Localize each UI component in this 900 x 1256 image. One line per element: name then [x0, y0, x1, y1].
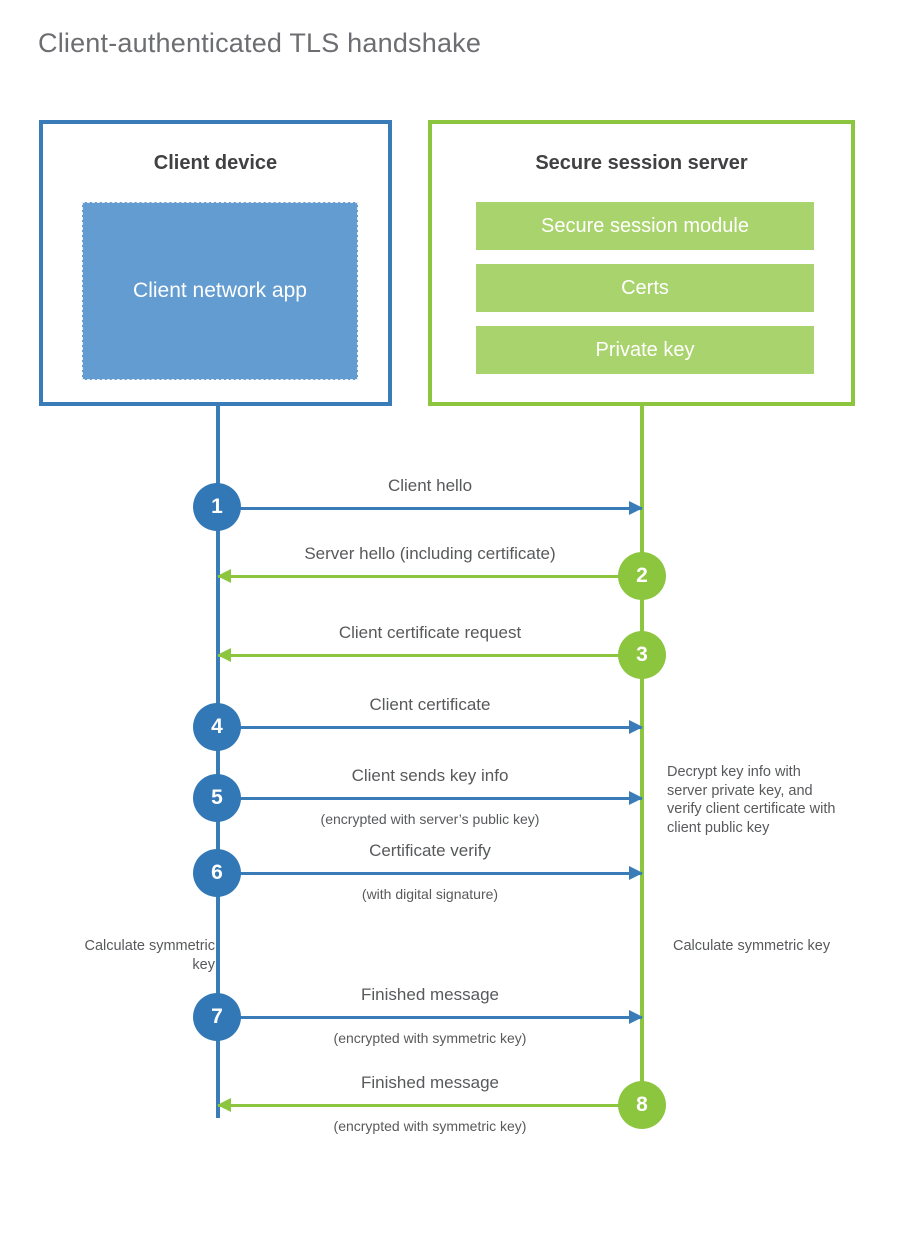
step-number-6: 6	[211, 861, 223, 884]
client-lifeline	[216, 406, 220, 1118]
message-1-label: Client hello	[387, 476, 473, 495]
step-circle-8: 8	[618, 1081, 666, 1129]
message-5-label: Client sends key info	[351, 766, 509, 785]
client-device-box: Client device Client network app	[39, 120, 392, 406]
arrowhead-right-icon	[629, 501, 643, 515]
note-client-calculate-symmetric-key: Calculate symmetric key	[84, 938, 215, 973]
arrowhead-left-icon	[217, 1098, 231, 1112]
server-lifeline	[640, 406, 644, 1105]
message-2-line	[218, 575, 642, 578]
note-server-decrypt: Decrypt key info with server private key…	[667, 764, 836, 836]
server-component-secure-session-module: Secure session module	[476, 202, 814, 250]
arrowhead-right-icon	[629, 1010, 643, 1024]
client-network-app-block: Client network app	[82, 202, 358, 380]
message-5-sublabel: (encrypted with server’s public key)	[320, 811, 540, 827]
message-7-label: Finished message	[361, 985, 499, 1004]
step-circle-7: 7	[193, 993, 241, 1041]
step-circle-2: 2	[618, 552, 666, 600]
message-2-label: Server hello (including certificate)	[304, 544, 556, 563]
step-number-4: 4	[211, 715, 223, 738]
server-component-private-key: Private key	[476, 326, 814, 374]
step-number-5: 5	[211, 786, 223, 809]
message-6-label: Certificate verify	[369, 841, 491, 860]
secure-session-server-box: Secure session server Secure session mod…	[428, 120, 855, 406]
step-number-1: 1	[211, 495, 223, 518]
step-circle-5: 5	[193, 774, 241, 822]
message-7-sublabel: (encrypted with symmetric key)	[333, 1030, 527, 1046]
arrowhead-left-icon	[217, 569, 231, 583]
step-circle-4: 4	[193, 703, 241, 751]
arrowhead-right-icon	[629, 720, 643, 734]
step-number-2: 2	[636, 564, 648, 587]
secure-session-server-title: Secure session server	[535, 152, 748, 174]
page-title: Client-authenticated TLS handshake	[38, 28, 482, 58]
message-6-sublabel: (with digital signature)	[361, 886, 499, 902]
message-5-line	[218, 797, 642, 800]
message-4-line	[218, 726, 642, 729]
arrowhead-right-icon	[629, 791, 643, 805]
step-number-8: 8	[636, 1093, 648, 1116]
arrowhead-left-icon	[217, 648, 231, 662]
message-1-line	[218, 507, 642, 510]
note-server-calculate-symmetric-key: Calculate symmetric key	[673, 938, 831, 954]
message-8-line	[218, 1104, 642, 1107]
step-circle-6: 6	[193, 849, 241, 897]
message-3-label: Client certificate request	[338, 623, 522, 642]
step-number-7: 7	[211, 1005, 223, 1028]
step-number-3: 3	[636, 643, 648, 666]
message-8-label: Finished message	[361, 1073, 499, 1092]
message-3-line	[218, 654, 642, 657]
message-8-sublabel: (encrypted with symmetric key)	[333, 1118, 527, 1134]
client-device-title: Client device	[153, 152, 278, 174]
arrowhead-right-icon	[629, 866, 643, 880]
step-circle-1: 1	[193, 483, 241, 531]
server-component-certs: Certs	[476, 264, 814, 312]
message-6-line	[218, 872, 642, 875]
message-4-label: Client certificate	[369, 695, 491, 714]
step-circle-3: 3	[618, 631, 666, 679]
message-7-line	[218, 1016, 642, 1019]
